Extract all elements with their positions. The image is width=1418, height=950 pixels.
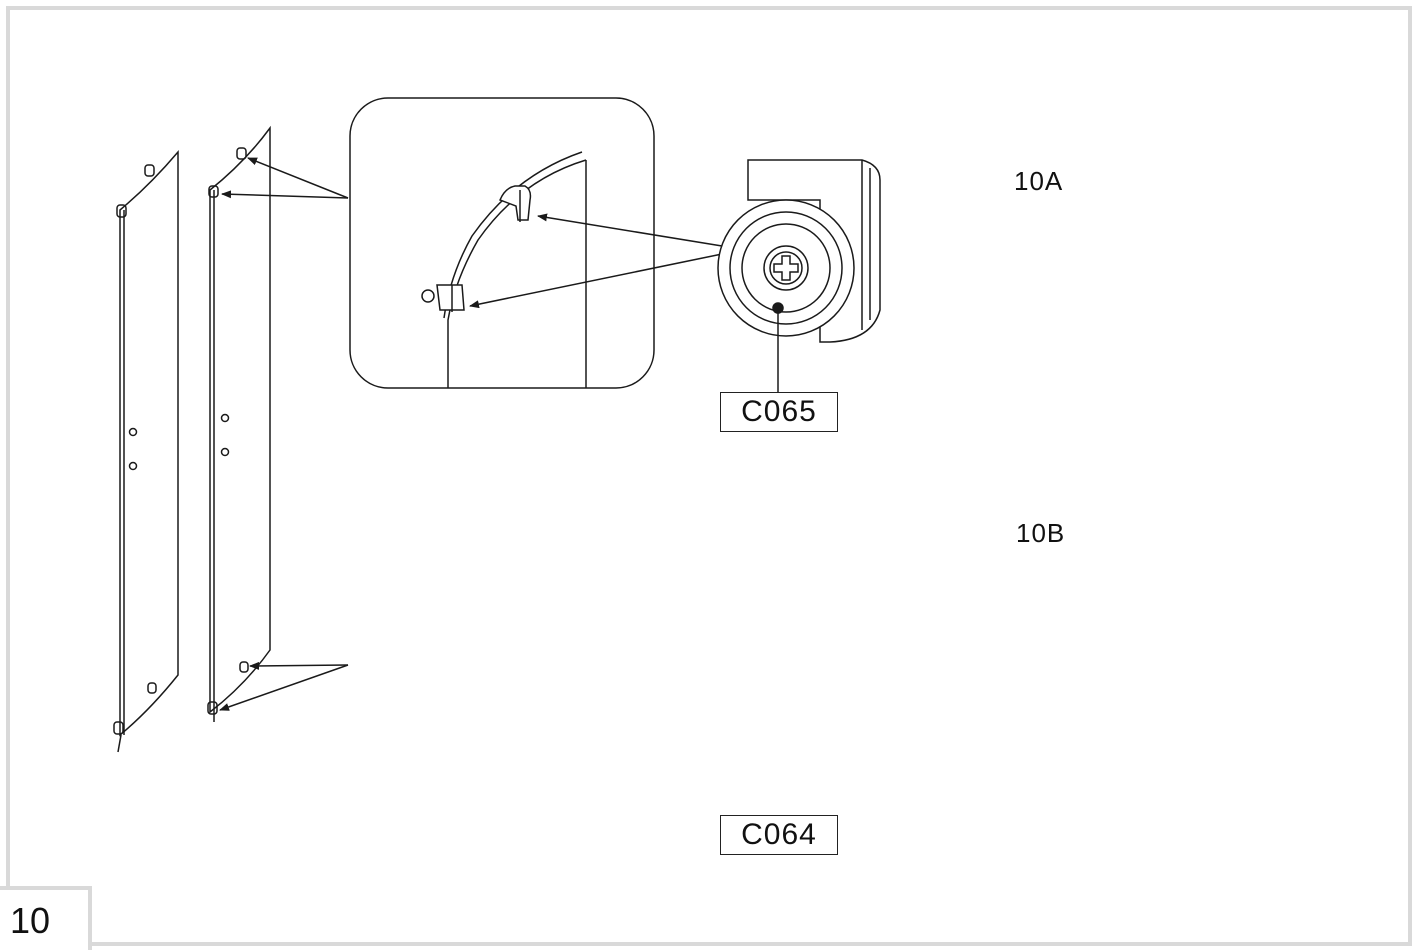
part-code-c065: C065 [720,392,838,432]
step-number-tab [0,886,92,950]
glass-panel-right [207,125,271,722]
part-code-c064: C064 [720,815,838,855]
step-number: 10 [10,900,51,941]
glass-panel-left [113,149,179,753]
top-callout-arrows [221,157,349,199]
top-detail-zoom [349,97,723,389]
hinge-c065 [717,159,881,392]
page-border [6,6,1412,946]
detail-label-10a: 10A [1014,166,1064,196]
detail-label-10b: 10B [1016,518,1066,548]
bottom-callout-arrows [219,661,349,711]
